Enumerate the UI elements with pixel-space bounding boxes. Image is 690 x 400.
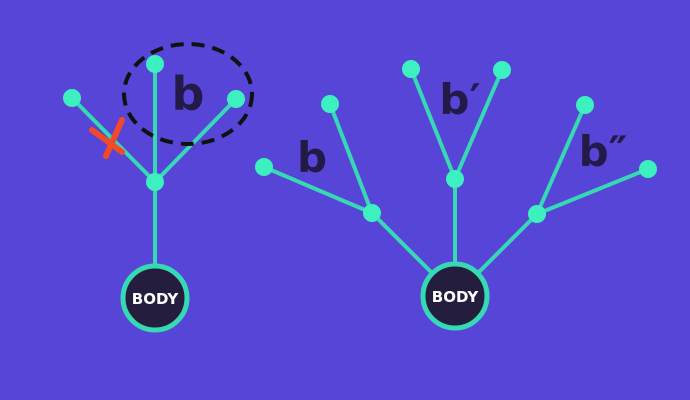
body-node: BODY (120, 263, 190, 333)
cross-mark-icon (89, 117, 125, 159)
leaf-node (402, 60, 420, 78)
right-tree: b b′ b″ BODY (255, 60, 657, 331)
branch-node (528, 205, 546, 223)
group-label-b: b (297, 133, 327, 182)
body-circle (420, 261, 490, 331)
body-label: BODY (432, 288, 480, 306)
leaf-node (576, 96, 594, 114)
leaf-node (255, 158, 273, 176)
branch-edge (536, 167, 649, 216)
highlight-ellipse (122, 42, 254, 146)
group-label-b-prime: b′ (439, 75, 480, 124)
branch-edge (263, 165, 373, 215)
leaf-node (63, 89, 81, 107)
leaf-node (493, 61, 511, 79)
branch-edge (328, 103, 374, 214)
group-label-b-double-prime: b″ (579, 127, 628, 176)
branch-edge (453, 69, 504, 180)
branch-node (146, 173, 164, 191)
leaf-node (227, 90, 245, 108)
branch-edge (535, 104, 587, 215)
branch-node (363, 204, 381, 222)
leaf-node (321, 95, 339, 113)
body-circle (120, 263, 190, 333)
group-label-b: b (172, 67, 205, 121)
branch-edge-right (153, 97, 238, 184)
leaf-node (146, 55, 164, 73)
body-node: BODY (420, 261, 490, 331)
branch-node (446, 170, 464, 188)
left-tree: b BODY (63, 42, 254, 333)
leaf-node (639, 160, 657, 178)
body-label: BODY (132, 290, 180, 308)
branch-edge (409, 68, 457, 180)
